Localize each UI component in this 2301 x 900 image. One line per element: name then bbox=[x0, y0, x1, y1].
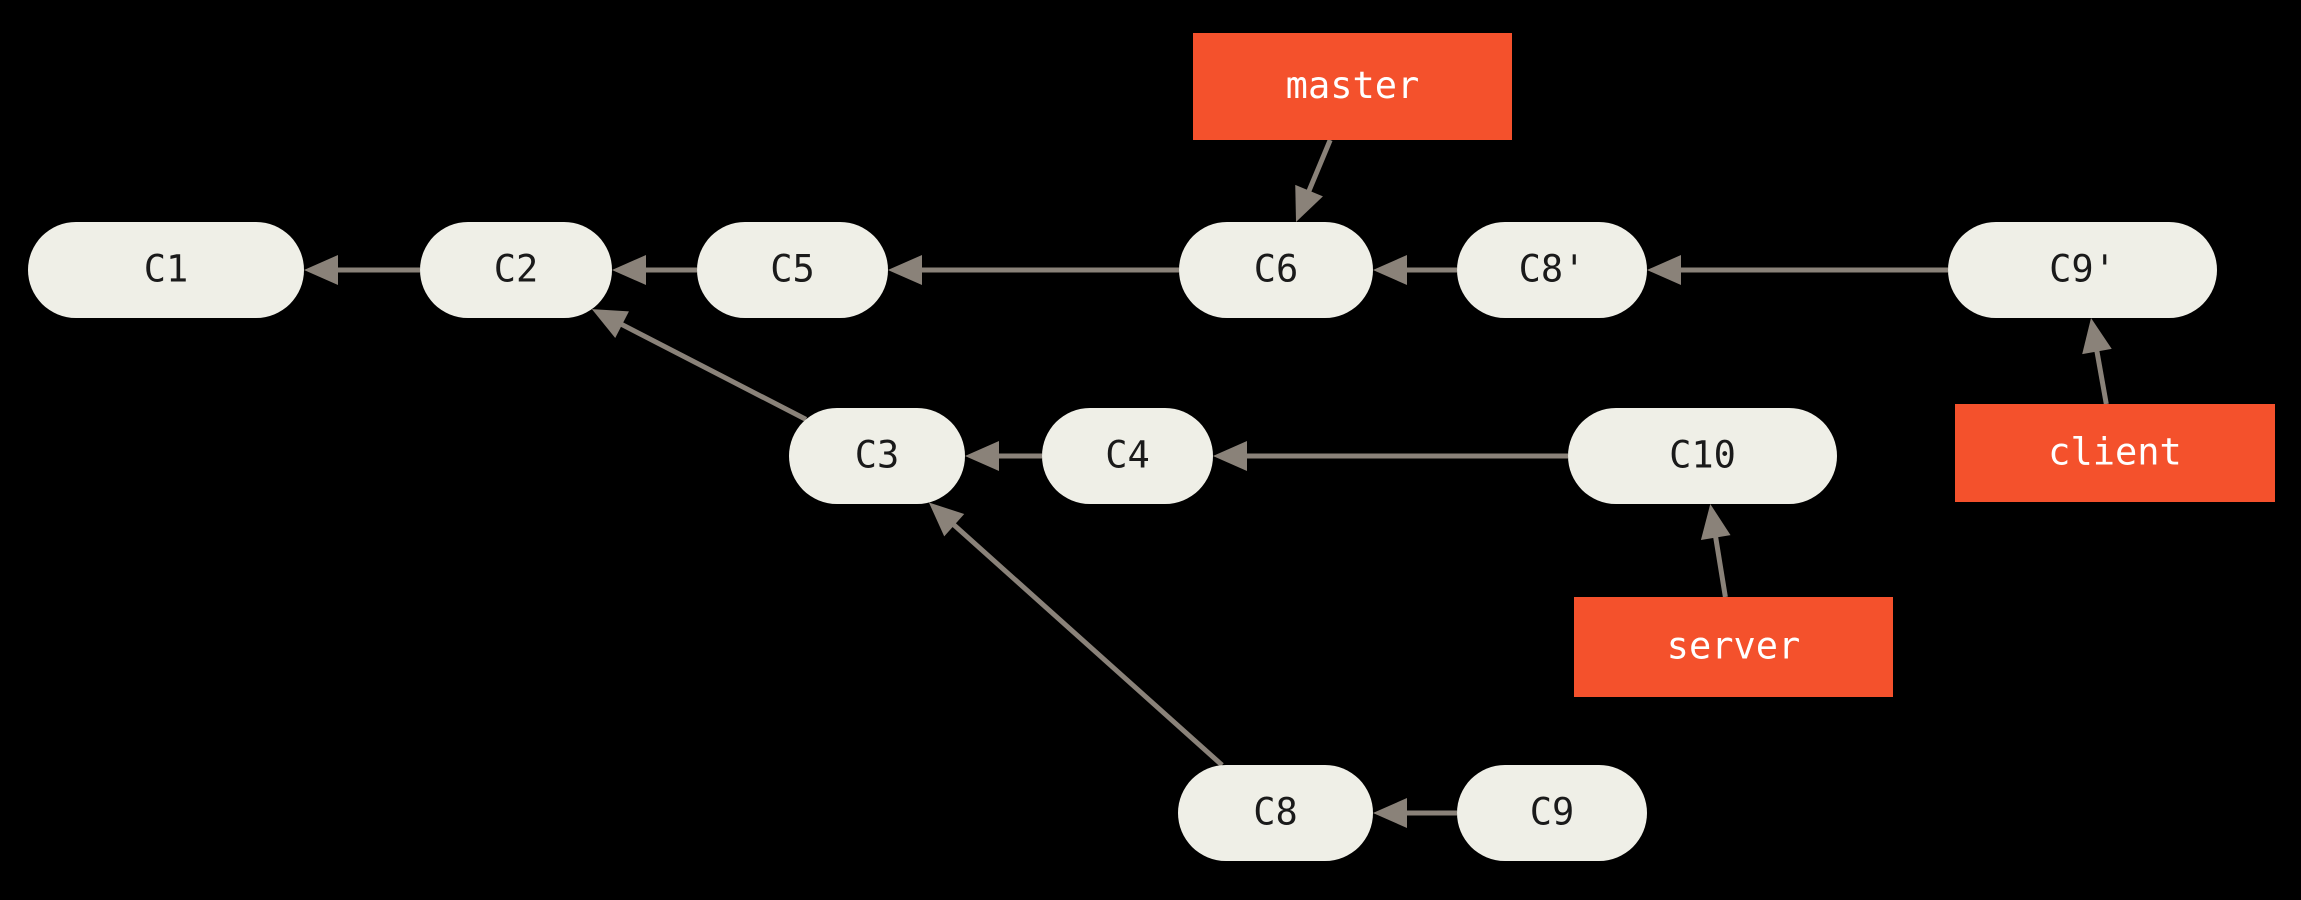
edge-c2-to-c1-arrowhead bbox=[304, 255, 338, 285]
edge-c5-to-c2 bbox=[612, 255, 697, 285]
edge-c3-to-c2-arrowhead bbox=[591, 309, 629, 338]
commit-node-label: C9' bbox=[2049, 248, 2116, 291]
commit-node-c10[interactable]: C10 bbox=[1568, 408, 1837, 504]
commit-node-shape[interactable] bbox=[1568, 408, 1837, 504]
edge-master-to-c6-arrowhead bbox=[1295, 184, 1323, 222]
edge-c10-to-c4-arrowhead bbox=[1213, 441, 1247, 471]
branch-label-client[interactable]: client bbox=[1955, 404, 2275, 502]
commit-node-c8[interactable]: C8 bbox=[1178, 765, 1373, 861]
edge-c9p-to-c8p-arrowhead bbox=[1647, 255, 1681, 285]
commit-node-shape[interactable] bbox=[1457, 222, 1647, 318]
commit-node-label: C1 bbox=[144, 248, 189, 291]
edge-server-to-c10-arrowhead bbox=[1700, 504, 1731, 540]
edge-c4-to-c3 bbox=[965, 441, 1042, 471]
edge-c8-to-c3-arrowhead bbox=[928, 502, 965, 537]
commit-node-shape[interactable] bbox=[697, 222, 888, 318]
commit-node-label: C3 bbox=[855, 434, 900, 477]
edge-server-to-c10-line bbox=[1712, 533, 1728, 598]
branch-labels-layer: master client server bbox=[1193, 33, 2275, 697]
edge-c6-to-c5-arrowhead bbox=[888, 255, 922, 285]
commit-node-shape[interactable] bbox=[1178, 765, 1373, 861]
branch-label-text: client bbox=[2048, 431, 2182, 474]
edge-c8-to-c3 bbox=[928, 502, 1224, 768]
branch-label-shape[interactable] bbox=[1574, 597, 1893, 697]
edges-layer bbox=[304, 139, 2112, 828]
commit-node-shape[interactable] bbox=[1457, 765, 1647, 861]
commit-node-label: C8' bbox=[1519, 248, 1586, 291]
edge-c2-to-c1 bbox=[304, 255, 420, 285]
commit-node-label: C6 bbox=[1254, 248, 1299, 291]
branch-label-server[interactable]: server bbox=[1574, 597, 1893, 697]
commit-node-label: C5 bbox=[770, 248, 815, 291]
commit-node-c4[interactable]: C4 bbox=[1042, 408, 1213, 504]
commit-node-shape[interactable] bbox=[1179, 222, 1373, 318]
edge-c8p-to-c6-arrowhead bbox=[1373, 255, 1407, 285]
commit-node-c9p[interactable]: C9' bbox=[1948, 222, 2217, 318]
commit-node-c6[interactable]: C6 bbox=[1179, 222, 1373, 318]
commit-node-shape[interactable] bbox=[1042, 408, 1213, 504]
edge-c9-to-c8-arrowhead bbox=[1373, 798, 1407, 828]
commit-node-c3[interactable]: C3 bbox=[789, 408, 965, 504]
commit-node-shape[interactable] bbox=[28, 222, 304, 318]
edge-c3-to-c2 bbox=[591, 309, 808, 422]
edge-client-to-c9p-arrowhead bbox=[2082, 318, 2112, 355]
branch-label-shape[interactable] bbox=[1193, 33, 1512, 140]
commit-node-label: C4 bbox=[1105, 434, 1150, 477]
edge-c6-to-c5 bbox=[888, 255, 1179, 285]
edge-master-to-c6 bbox=[1295, 139, 1333, 222]
commit-node-c1[interactable]: C1 bbox=[28, 222, 304, 318]
commit-node-c9[interactable]: C9 bbox=[1457, 765, 1647, 861]
commit-node-label: C2 bbox=[494, 248, 539, 291]
commit-node-c8p[interactable]: C8' bbox=[1457, 222, 1647, 318]
edge-client-to-c9p-line bbox=[2093, 347, 2109, 405]
edge-c9-to-c8 bbox=[1373, 798, 1457, 828]
branch-label-text: server bbox=[1667, 625, 1801, 668]
edge-c4-to-c3-arrowhead bbox=[965, 441, 999, 471]
commit-node-label: C8 bbox=[1253, 791, 1298, 834]
edge-c9p-to-c8p bbox=[1647, 255, 1948, 285]
edge-client-to-c9p bbox=[2082, 318, 2112, 405]
branch-label-text: master bbox=[1286, 64, 1420, 107]
branch-label-shape[interactable] bbox=[1955, 404, 2275, 502]
commit-node-shape[interactable] bbox=[420, 222, 612, 318]
edge-c3-to-c2-line bbox=[617, 320, 808, 422]
edge-c8-to-c3-line bbox=[949, 520, 1224, 768]
edge-c10-to-c4 bbox=[1213, 441, 1568, 471]
commit-node-shape[interactable] bbox=[1948, 222, 2217, 318]
commit-node-label: C10 bbox=[1669, 434, 1736, 477]
edge-server-to-c10 bbox=[1700, 504, 1731, 598]
edge-c8p-to-c6 bbox=[1373, 255, 1457, 285]
edge-master-to-c6-line bbox=[1305, 139, 1333, 196]
commit-node-shape[interactable] bbox=[789, 408, 965, 504]
commit-node-c5[interactable]: C5 bbox=[697, 222, 888, 318]
commit-node-label: C9 bbox=[1530, 791, 1575, 834]
edge-c5-to-c2-arrowhead bbox=[612, 255, 646, 285]
commit-node-c2[interactable]: C2 bbox=[420, 222, 612, 318]
branch-label-master[interactable]: master bbox=[1193, 33, 1512, 140]
